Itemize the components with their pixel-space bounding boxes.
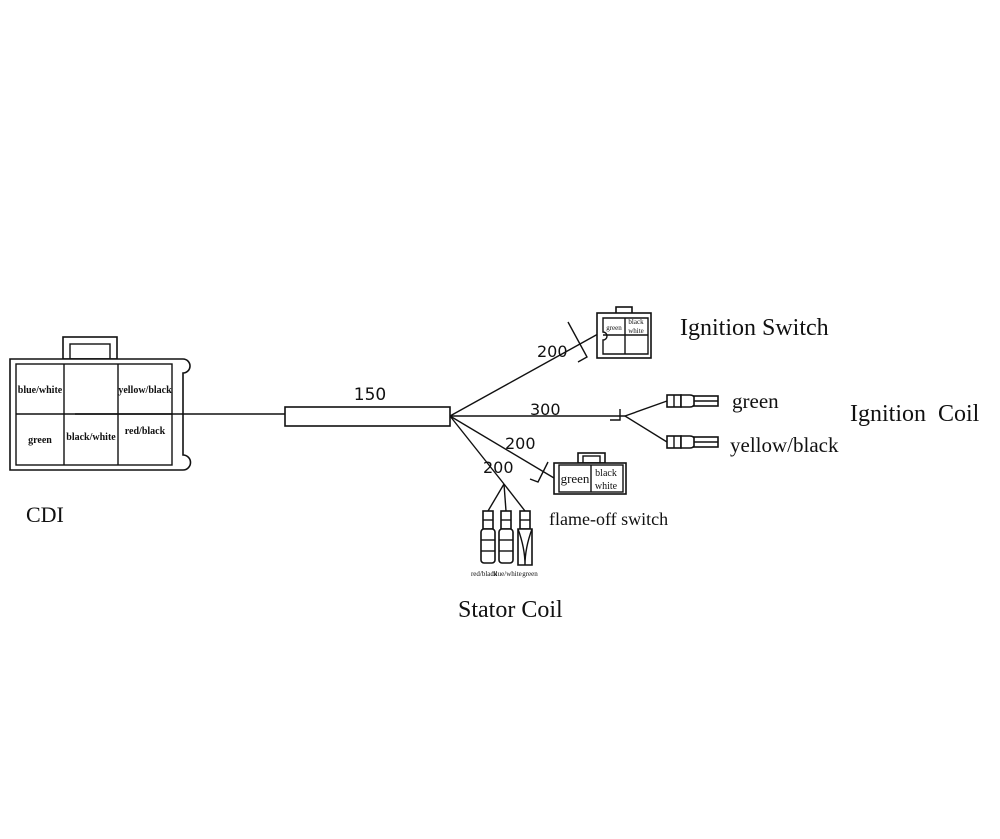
flame-off-length: 200	[505, 434, 536, 453]
stator-coil-label: Stator Coil	[458, 597, 563, 623]
flame-off-label: flame-off switch	[549, 509, 668, 529]
cdi-pin-3: yellow/black	[118, 385, 172, 396]
ignition-switch-cut-mark	[567, 321, 588, 363]
stator-wire-1	[487, 483, 505, 512]
harness-sleeve	[284, 406, 451, 427]
stator-length: 200	[483, 458, 514, 477]
cdi-label: CDI	[26, 502, 64, 527]
ignition-coil-terminal-1	[666, 394, 719, 408]
ignition-switch-length: 200	[537, 342, 568, 361]
flame-off-pin-black: black	[595, 468, 617, 479]
ignition-coil-wire-green	[624, 400, 668, 417]
ignition-switch-pin-white: white	[628, 327, 644, 335]
stator-wire-label-2: blue/white	[492, 570, 522, 578]
cdi-pin-5: black/white	[66, 432, 116, 443]
flame-off-pin-white: white	[595, 481, 618, 492]
stator-wire	[449, 415, 505, 485]
ignition-switch-wire	[449, 333, 599, 417]
ignition-switch-pin-black: black	[628, 318, 644, 326]
ignition-coil-wire2-label: yellow/black	[730, 433, 839, 457]
flame-off-cut-mark	[529, 461, 549, 483]
ignition-switch-pin-green: green	[606, 324, 622, 332]
stator-wire-label-3: green	[522, 570, 538, 578]
ignition-switch-connector: green black white	[596, 306, 652, 359]
ignition-coil-length: 300	[530, 400, 561, 419]
ignition-coil-terminal-2	[666, 435, 719, 449]
stator-wire-2	[503, 483, 507, 512]
ignition-coil-wire1-label: green	[732, 389, 779, 413]
ignition-coil-label: Ignition Coil	[850, 401, 980, 427]
stator-wire-label-1: red/black	[471, 570, 498, 578]
flame-off-connector: green black white	[553, 452, 627, 495]
stator-terminal-3	[517, 510, 533, 566]
cdi-connector: blue/white yellow/black green black/whit…	[9, 336, 192, 471]
main-length-label: 150	[354, 385, 386, 405]
ignition-coil-wire-yellow-black	[624, 415, 668, 443]
flame-off-wire	[449, 415, 555, 479]
stator-terminal-1	[480, 510, 496, 564]
cdi-pin-4: green	[28, 435, 52, 446]
ignition-switch-label: Ignition Switch	[680, 315, 829, 341]
stator-wire-3	[503, 483, 526, 512]
ignition-coil-cut-mark	[610, 409, 621, 421]
flame-off-pin-green: green	[561, 471, 590, 486]
cdi-pin-6: red/black	[125, 426, 166, 437]
stator-terminal-2	[498, 510, 514, 564]
cdi-pin-1: blue/white	[18, 385, 63, 396]
